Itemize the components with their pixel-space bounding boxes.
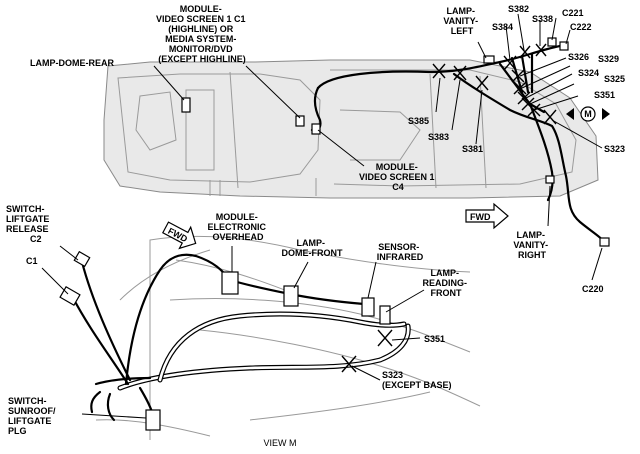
label-lamp-dome-front: LAMP- DOME-FRONT bbox=[282, 238, 343, 258]
label-s323-top: S323 bbox=[604, 144, 625, 154]
label-s383: S383 bbox=[428, 132, 449, 142]
fwd-top-label: FWD bbox=[470, 212, 491, 222]
label-lamp-vanity-right: LAMP- VANITY- RIGHT bbox=[513, 230, 550, 260]
dome-front-connector bbox=[283, 285, 299, 307]
label-s382: S382 bbox=[508, 4, 529, 14]
video-screen-c4-connector bbox=[311, 123, 321, 135]
splice-s381 bbox=[475, 75, 489, 91]
label-s329: S329 bbox=[598, 54, 619, 64]
overhead-module-connector bbox=[221, 271, 239, 295]
fwd-arrow-top: FWD bbox=[465, 202, 509, 230]
motor-badge-label: M bbox=[584, 109, 592, 119]
harness-bottom bbox=[59, 250, 411, 431]
label-lamp-vanity-left: LAMP- VANITY- LEFT bbox=[443, 6, 480, 36]
c220-connector bbox=[599, 237, 610, 247]
fwd-arrow-bottom: FWD bbox=[162, 221, 197, 250]
splice-s326 bbox=[511, 69, 525, 83]
reading-lamp-connector bbox=[379, 305, 391, 325]
lamp-dome-rear-connector bbox=[181, 97, 191, 113]
label-s381: S381 bbox=[462, 144, 483, 154]
leaders-top bbox=[153, 13, 603, 281]
label-s323-bottom: S323 (EXCEPT BASE) bbox=[382, 370, 452, 390]
liftgate-release-connector bbox=[73, 250, 91, 268]
infrared-sensor-connector bbox=[361, 297, 375, 317]
label-s385: S385 bbox=[408, 116, 429, 126]
splice-s351-bottom bbox=[377, 329, 393, 347]
sunroof-switch-connector bbox=[145, 409, 161, 431]
label-c1: C1 bbox=[26, 256, 38, 266]
splice-s338 bbox=[535, 43, 547, 57]
label-s338: S338 bbox=[532, 14, 553, 24]
video-screen-c1-connector bbox=[295, 115, 305, 127]
motor-badge: M bbox=[566, 106, 610, 122]
label-s351-top: S351 bbox=[594, 90, 615, 100]
labels: MODULE- VIDEO SCREEN 1 C1 (HIGHLINE) OR … bbox=[6, 4, 625, 448]
splice-s382 bbox=[519, 45, 531, 59]
harness-top bbox=[181, 37, 610, 247]
splice-s385 bbox=[432, 63, 446, 79]
label-switch-liftgate: SWITCH- LIFTGATE RELEASE C2 bbox=[6, 204, 52, 244]
body-bottom bbox=[95, 235, 481, 440]
label-c222: C222 bbox=[570, 22, 592, 32]
c222-connector bbox=[559, 41, 569, 51]
splice-s383 bbox=[453, 65, 467, 81]
label-s324: S324 bbox=[578, 68, 599, 78]
leaders-bottom bbox=[41, 245, 425, 419]
label-s384: S384 bbox=[492, 22, 513, 32]
splice-s329 bbox=[513, 81, 527, 95]
label-video-screen-c1: MODULE- VIDEO SCREEN 1 C1 (HIGHLINE) OR … bbox=[156, 4, 248, 64]
vanity-left-connector bbox=[483, 55, 495, 64]
splice-marks-bottom bbox=[341, 329, 393, 373]
headliner-body-top bbox=[103, 59, 599, 199]
label-sensor-infrared: SENSOR- INFRARED bbox=[377, 242, 424, 262]
label-c220: C220 bbox=[582, 284, 604, 294]
splice-marks-top bbox=[432, 43, 557, 125]
label-s351-bottom: S351 bbox=[424, 334, 445, 344]
label-s326: S326 bbox=[568, 52, 589, 62]
label-lamp-reading-front: LAMP- READING- FRONT bbox=[422, 268, 469, 298]
vanity-right-connector bbox=[545, 175, 555, 184]
label-lamp-dome-rear: LAMP-DOME-REAR bbox=[30, 58, 114, 68]
splice-s384 bbox=[503, 55, 517, 71]
label-c221: C221 bbox=[562, 8, 584, 18]
label-s325: S325 bbox=[604, 74, 625, 84]
splice-s323-bottom bbox=[341, 355, 357, 373]
label-switch-sunroof: SWITCH- SUNROOF/ LIFTGATE PLG bbox=[8, 396, 58, 436]
splice-s324 bbox=[517, 91, 531, 105]
label-video-screen-c4: MODULE- VIDEO SCREEN 1 C4 bbox=[359, 162, 437, 192]
label-module-electronic-overhead: MODULE- ELECTRONIC OVERHEAD bbox=[207, 212, 268, 242]
label-view: VIEW M bbox=[264, 438, 297, 448]
